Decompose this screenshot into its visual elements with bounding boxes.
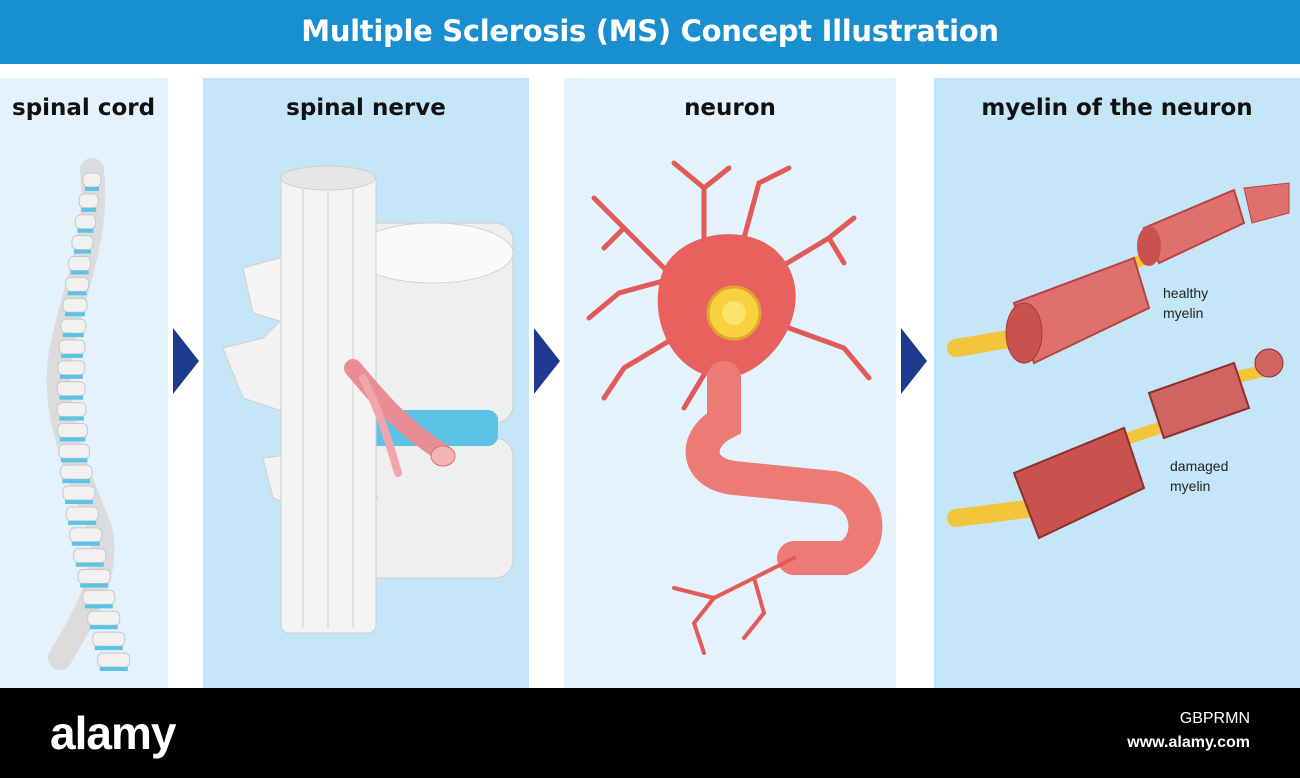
alamy-logo: alamy [50, 707, 176, 759]
panel-title-spinal-cord: spinal cord [12, 95, 156, 121]
vertebra [78, 193, 99, 209]
vertebra [58, 339, 86, 355]
panel-spinal-nerve: spinal nerve [203, 78, 529, 688]
vertebra [60, 318, 87, 334]
intervertebral-disc [75, 562, 104, 567]
arrow-right-icon [173, 328, 199, 394]
intervertebral-disc [59, 416, 84, 421]
page-title: Multiple Sclerosis (MS) Concept Illustra… [301, 14, 999, 48]
intervertebral-disc [59, 395, 84, 400]
vertebra [87, 610, 121, 626]
title-banner: Multiple Sclerosis (MS) Concept Illustra… [0, 0, 1300, 64]
intervertebral-disc [84, 604, 113, 609]
damaged-label-line-2: myelin [1170, 478, 1211, 494]
intervertebral-disc [61, 353, 83, 358]
vertebra [59, 464, 93, 480]
intervertebral-disc [89, 625, 118, 630]
panel-title-myelin: myelin of the neuron [981, 95, 1253, 121]
vertebra [77, 569, 111, 585]
intervertebral-disc [81, 207, 97, 212]
intervertebral-disc [62, 333, 84, 338]
vertebra [92, 631, 126, 647]
vertebra [62, 297, 88, 313]
intervertebral-disc [71, 541, 100, 546]
myelin-illustration [947, 182, 1290, 540]
healthy-label-line-2: myelin [1163, 305, 1204, 321]
intervertebral-disc [68, 520, 97, 525]
intervertebral-disc [64, 500, 93, 505]
intervertebral-disc [77, 228, 94, 233]
vertebra [97, 652, 131, 668]
spinal-column-illustration [46, 158, 131, 671]
vertebra [57, 360, 86, 376]
panel-title-neuron: neuron [684, 95, 776, 121]
vertebra [62, 485, 96, 501]
healthy-label-line-1: healthy [1163, 285, 1209, 301]
panel-neuron: neuron [564, 78, 896, 688]
panel-spinal-cord: spinal cord [0, 78, 168, 688]
damaged-myelin-label: damaged myelin [1170, 456, 1228, 496]
damaged-label-line-1: damaged [1170, 458, 1229, 474]
intervertebral-disc [65, 312, 85, 317]
neuron-illustration [586, 160, 883, 655]
image-id: GBPRMN [1179, 710, 1250, 727]
watermark-bar: alamy GBPRMN www.alamy.com [0, 688, 1300, 778]
intervertebral-disc [99, 667, 128, 671]
vertebra [69, 527, 103, 543]
vertebra [75, 214, 96, 230]
panel-myelin: myelin of the neuron healthy myelin dama… [934, 78, 1300, 688]
watermark-url: www.alamy.com [1127, 734, 1250, 751]
intervertebral-disc [67, 291, 87, 296]
intervertebral-disc [59, 374, 83, 379]
vertebra [65, 276, 90, 292]
vertebra [56, 381, 86, 397]
vertebra [65, 506, 99, 522]
arrow-right-icon [534, 328, 560, 394]
vertebra [57, 422, 88, 438]
vertebra [73, 548, 107, 564]
vertebra [68, 255, 92, 271]
intervertebral-disc [60, 458, 88, 463]
intervertebral-disc [59, 437, 86, 442]
vertebra [82, 589, 116, 605]
arrow-right-icon [901, 328, 927, 394]
spinal-nerve-illustration [222, 165, 514, 634]
vertebra [82, 172, 102, 188]
vertebra [71, 235, 94, 251]
vertebra [56, 402, 87, 418]
panel-title-spinal-nerve: spinal nerve [286, 95, 446, 121]
intervertebral-disc [80, 583, 109, 588]
intervertebral-disc [70, 270, 89, 275]
healthy-myelin-label: healthy myelin [1163, 283, 1208, 323]
intervertebral-disc [62, 479, 91, 484]
intervertebral-disc [94, 646, 123, 651]
vertebra [58, 443, 90, 459]
intervertebral-disc [73, 249, 91, 254]
intervertebral-disc [85, 187, 99, 191]
